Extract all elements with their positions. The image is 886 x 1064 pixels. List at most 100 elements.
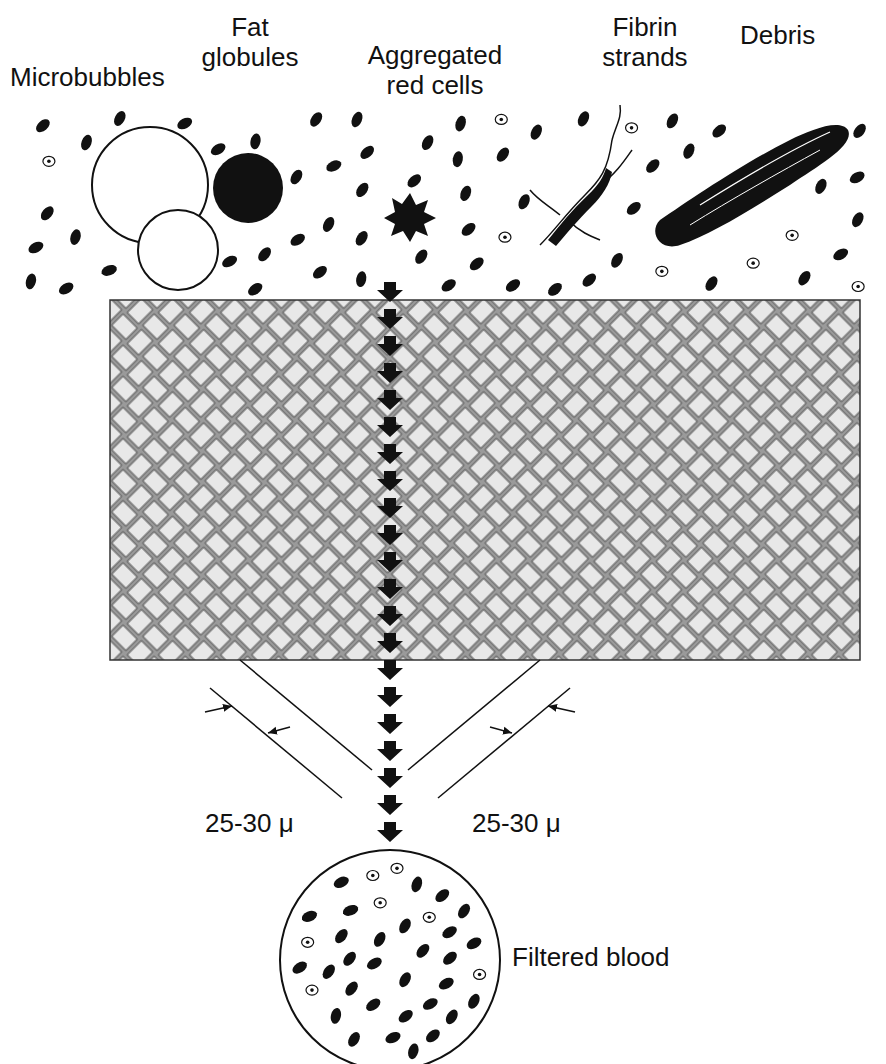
blood-cell [57,280,76,297]
blood-cell [466,992,482,1011]
blood-cell [414,941,432,960]
blood-cell [384,1030,403,1046]
blood-cell [516,192,532,211]
flow-arrow [377,525,403,545]
blood-cell [439,277,458,294]
blood-cell [396,1007,415,1025]
blood-cell [813,177,829,196]
flow-arrow [377,336,403,356]
blood-cell [458,184,473,203]
blood-cell [43,156,55,166]
blood-cell [112,109,128,128]
dimension-label: 25-30 μ [205,808,335,838]
flow-arrow [377,741,403,761]
blood-cell [324,158,343,174]
blood-cell [27,239,46,255]
flow-arrow [377,660,403,680]
blood-cell [288,168,305,187]
blood-cell [710,122,729,140]
blood-cell [664,111,680,130]
blood-cell [644,157,662,175]
blood-cell [504,277,523,295]
blood-cell [681,142,697,161]
blood-cell [358,143,377,161]
blood-cell [79,133,94,151]
blood-cell [459,220,478,238]
blood-cell [703,274,720,293]
blood-cell [302,937,314,947]
blood-cell [474,969,486,979]
blood-cell [175,115,194,131]
blood-cell [421,996,440,1013]
blood-cell [364,996,383,1013]
blood-cell [453,114,467,132]
blood-cell [346,1030,363,1049]
blood-cell [465,935,484,952]
flow-arrow [377,363,403,383]
blood-cell [796,269,813,288]
blood-cell [413,247,430,266]
blood-cell [249,133,262,151]
blood-cell [852,281,864,291]
flow-arrow [377,498,403,518]
flow-arrow [377,444,403,464]
blood-cell [333,927,351,946]
blood-cell [624,199,643,217]
blood-cell [306,985,318,995]
flow-arrow [377,309,403,329]
part-label: Filtered blood [512,942,712,972]
blood-cell [341,949,359,968]
flow-arrow [377,714,403,734]
blood-cell [423,912,435,922]
blood-cell [580,271,599,289]
flow-arrow [377,471,403,491]
blood-cell [68,228,82,246]
blood-cell [467,255,486,273]
blood-cell [656,266,668,276]
blood-cell [332,874,351,890]
flow-arrow [377,795,403,815]
flow-arrow [377,390,403,410]
flow-arrow [377,282,403,302]
blood-cell [747,258,759,268]
part-label: Microbubbles [10,62,210,92]
blood-cell [288,231,307,248]
blood-cell [433,887,452,905]
blood-cell [443,1007,460,1026]
dimension-label: 25-30 μ [472,808,602,838]
blood-cell [499,232,511,242]
blood-cell [626,123,638,133]
blood-cell [848,169,867,186]
blood-cell [320,962,337,981]
blood-cell [311,263,330,281]
blood-cell [786,230,798,240]
blood-cell [355,270,368,288]
part-label: Fat globules [190,12,310,72]
flow-arrow [377,579,403,599]
blood-cell [831,246,850,263]
blood-cell [406,1042,420,1060]
blood-cell [38,204,56,223]
flow-arrow [377,633,403,653]
blood-cell [24,272,38,290]
blood-cell [609,251,626,270]
blood-cell [546,280,565,298]
blood-cell [424,1027,443,1045]
blood-cell [343,979,361,998]
blood-cell [494,145,511,164]
flow-arrow [377,768,403,788]
blood-cell [405,172,424,190]
blood-cell [367,870,379,880]
blood-cell [437,975,456,992]
blood-cell [495,114,507,124]
blood-cell [419,133,435,152]
blood-cell [246,280,265,297]
blood-cell [341,903,360,918]
blood-cell [349,110,364,129]
blood-cell [300,909,319,924]
blood-cell [441,949,460,967]
blood-cell [397,916,414,935]
blood-cell [455,902,472,921]
blood-cell [397,970,414,989]
blood-cell [410,875,424,893]
